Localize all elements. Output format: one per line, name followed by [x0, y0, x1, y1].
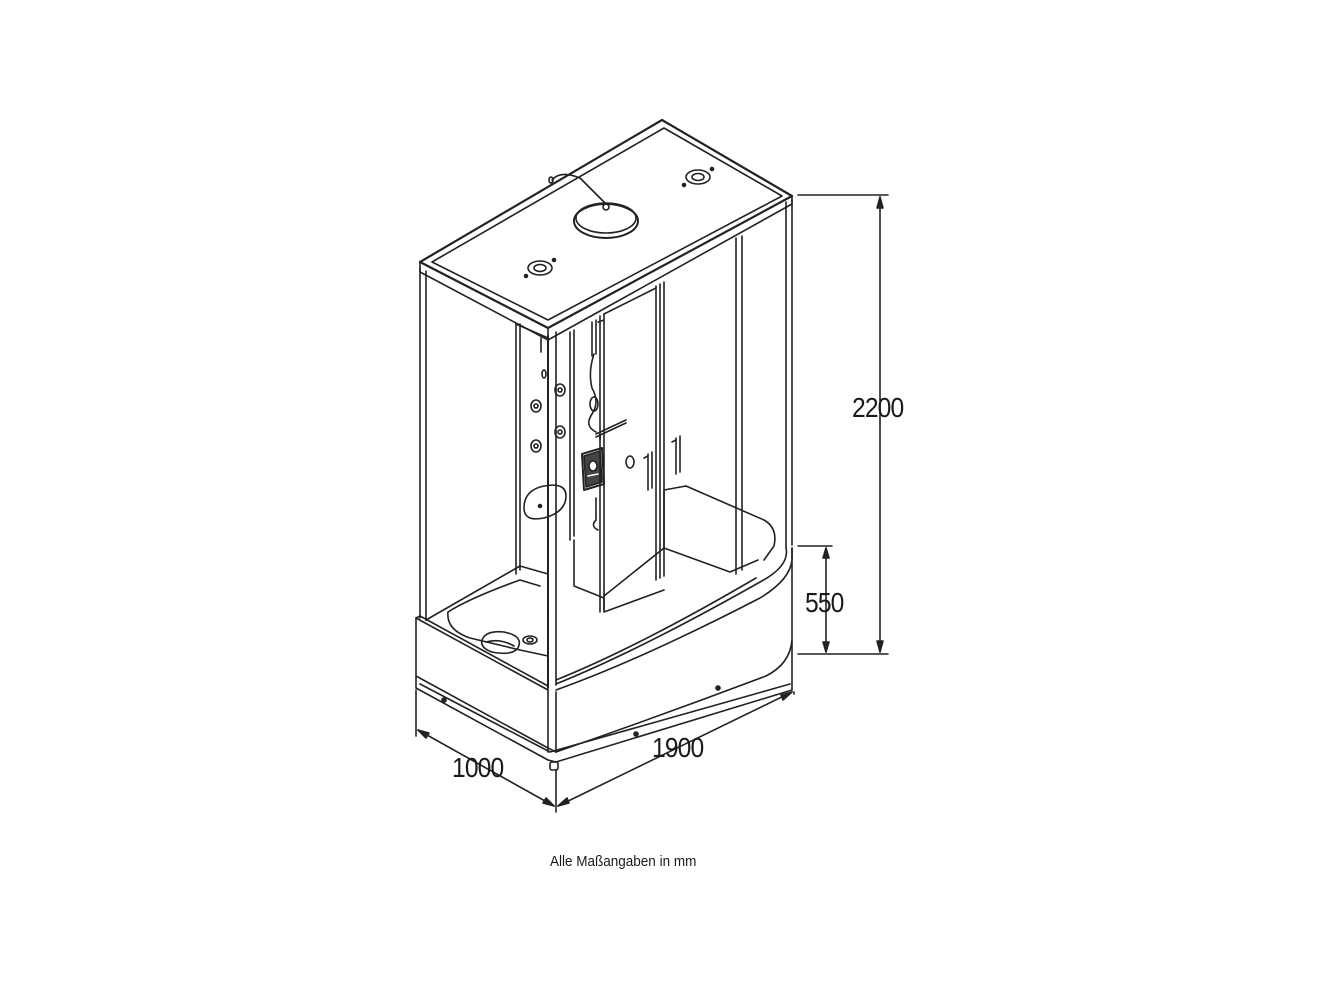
front-corner-post [547, 331, 557, 689]
roof-speaker-left [523, 257, 557, 279]
dimension-550-label: 550 [805, 587, 844, 618]
tub-apron [415, 547, 793, 771]
body-jets [530, 369, 566, 453]
bathtub-interior [425, 485, 788, 685]
rain-shower-head [548, 173, 639, 239]
dimension-line-2200 [797, 194, 889, 655]
dimension-1900-label: 1900 [652, 732, 704, 763]
dimension-2200-label: 2200 [852, 392, 904, 423]
roof-speaker-right [681, 166, 715, 188]
dimension-1000-label: 1000 [452, 752, 504, 783]
bath-pillow [480, 630, 521, 655]
door-handles [643, 435, 681, 491]
dimension-line-1900 [555, 691, 795, 813]
drain [522, 635, 538, 645]
mixer-knob [625, 455, 635, 469]
right-corner-post [785, 199, 793, 549]
control-panel [581, 447, 605, 531]
dimension-line-1000 [415, 689, 555, 807]
sliding-doors [599, 235, 743, 613]
units-caption: Alle Maßangaben in mm [550, 853, 697, 870]
dimension-line-550 [797, 545, 833, 653]
backrest-pad [523, 484, 567, 520]
left-front-post [419, 267, 427, 621]
hand-shower-rail [588, 319, 605, 433]
back-wall-panel [515, 323, 575, 575]
